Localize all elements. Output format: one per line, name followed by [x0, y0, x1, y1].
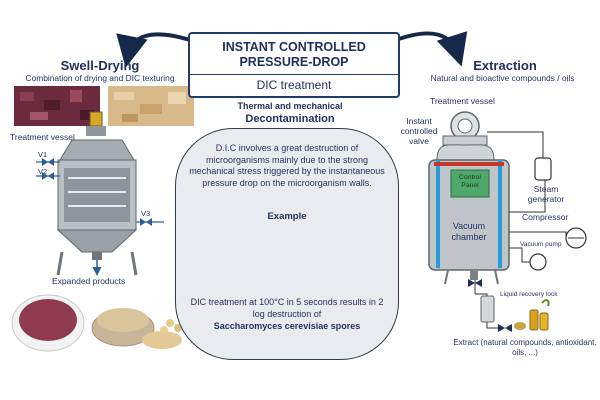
vacuum-chamber-label: Vacuum chamber	[451, 221, 487, 242]
main-title: INSTANT CONTROLLED PRESSURE-DROP	[222, 40, 366, 69]
liquid-recovery-lock-icon	[480, 295, 495, 323]
decontamination-description: D.I.C involves a great destruction of mi…	[189, 143, 385, 188]
v2-valve-icon	[42, 172, 54, 180]
extract-label: Extract (natural compounds, antioxidant,…	[453, 338, 597, 357]
compressor-label: Compressor	[522, 212, 569, 222]
result-text: DIC treatment at 100°C in 5 seconds resu…	[190, 297, 384, 319]
dic-treatment-label: DIC treatment	[256, 78, 332, 92]
powder-bowl-beige	[91, 308, 182, 349]
powder-bowl-purple	[11, 294, 85, 352]
control-panel-screen	[450, 169, 490, 198]
expanded-products-label: Expanded products	[52, 276, 126, 286]
v2-label: V2	[38, 167, 48, 176]
left-vessel-label: Treatment vessel	[10, 132, 75, 142]
v1-valve-icon	[42, 158, 54, 166]
swell-drying-subtitle: Combination of drying and DIC texturing	[25, 73, 175, 83]
v3-label: V3	[141, 209, 151, 218]
decontamination-heading-1: Thermal and mechanical	[237, 101, 343, 111]
example-label: Example	[267, 211, 307, 222]
swell-drying-title: Swell-Drying	[60, 58, 140, 73]
oil-bottles-icon	[514, 299, 550, 331]
decontamination-panel: D.I.C involves a great destruction of mi…	[175, 128, 399, 360]
v1-label: V1	[38, 150, 48, 159]
vacuum-chamber	[428, 144, 510, 285]
result-organism: Saccharomyces cerevisiae spores	[213, 321, 361, 331]
extraction-title: Extraction	[473, 58, 537, 73]
v3-valve-icon	[140, 218, 152, 226]
title-box: INSTANT CONTROLLED PRESSURE-DROP DIC tre…	[188, 32, 400, 98]
vacuum-pump-icon	[529, 253, 547, 271]
extraction-subtitle: Natural and bioactive compounds / oils	[430, 73, 575, 83]
decontamination-heading-2: Decontamination	[245, 113, 335, 125]
instant-controlled-valve-icon	[442, 111, 488, 146]
swell-drying-vessel	[56, 111, 138, 276]
right-vessel-label: Treatment vessel	[430, 96, 495, 106]
vacuum-pump-label: Vacuum pump	[520, 241, 562, 248]
arrow-to-swell-drying	[116, 32, 191, 68]
output-valve-icon	[498, 324, 512, 332]
liquid-recovery-lock-label: Liquid recovery lock	[500, 291, 558, 298]
control-panel-label: Control Panel	[459, 174, 481, 189]
instant-valve-label: Instant controlled valve	[400, 116, 438, 146]
bottom-valve-icon	[468, 279, 482, 287]
steam-generator-label: Steam generator	[527, 184, 565, 204]
arrow-to-extraction	[395, 31, 468, 67]
steam-generator-icon	[534, 157, 552, 181]
